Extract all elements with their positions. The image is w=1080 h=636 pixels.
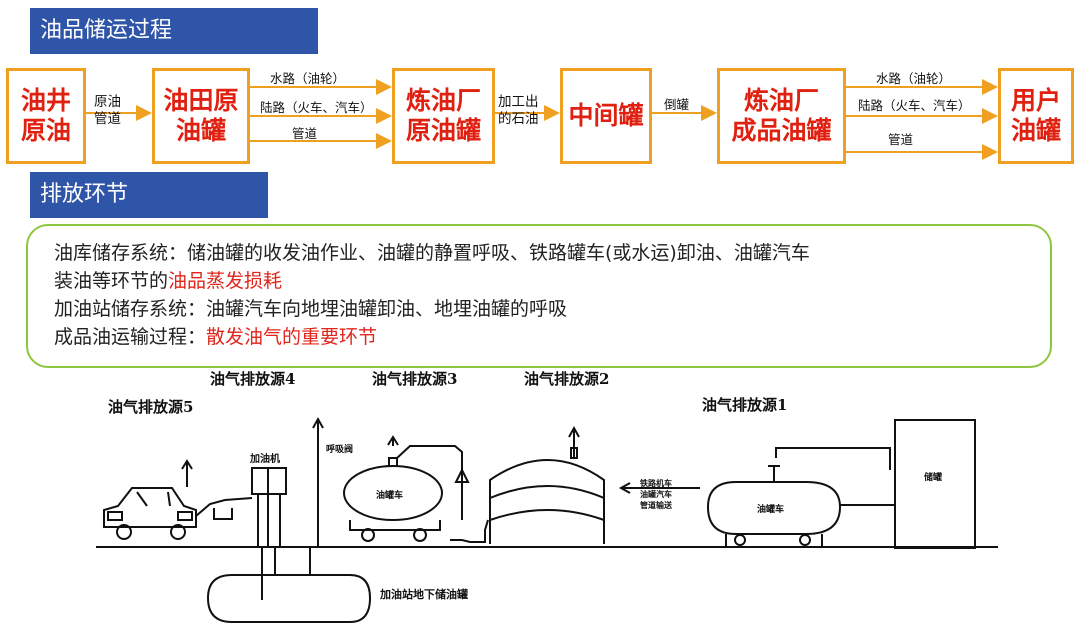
source-label-1: 油气排放源1 — [702, 396, 787, 414]
edge-label-water: 水路（油轮） — [270, 71, 346, 86]
rail-tank-car-label: 油罐车 — [757, 503, 784, 515]
note-transport: 成品油运输过程：散发油气的重要环节 — [54, 323, 1050, 351]
node-label: 油井 — [20, 86, 71, 115]
emission-notes: 油库储存系统：储油罐的收发油作业、油罐的静置呼吸、铁路罐车(或水运)卸油、油罐汽… — [26, 224, 1052, 368]
source-label-2: 油气排放源2 — [524, 370, 609, 388]
node-oil-well: 油井 原油 — [6, 68, 86, 164]
note-highlight: 散发油气的重要环节 — [206, 326, 378, 348]
arched-storage-tank-icon — [489, 425, 605, 544]
node-user-tank: 用户 油罐 — [998, 68, 1074, 164]
edge-label-transfer: 倒罐 — [664, 97, 690, 112]
dispenser-label: 加油机 — [249, 452, 280, 465]
car-icon — [103, 459, 197, 540]
node-label: 油田原 — [163, 86, 239, 115]
rail-label-2: 油罐汽车 — [640, 489, 672, 499]
edge-label-water-2: 水路（油轮） — [876, 71, 952, 86]
edge-label-line: 加工出 — [498, 94, 539, 110]
storage-tank-label: 储罐 — [924, 471, 942, 483]
edge-label-land-2: 陆路（火车、汽车） — [858, 98, 971, 113]
edge-label-pipe-2: 管道 — [888, 132, 914, 147]
node-label: 炼油厂 — [405, 86, 481, 115]
node-label: 用户 — [1010, 86, 1061, 115]
source-label-3: 油气排放源3 — [372, 370, 457, 388]
note-depot-storage: 油库储存系统：储油罐的收发油作业、油罐的静置呼吸、铁路罐车(或水运)卸油、油罐汽… — [54, 242, 810, 264]
edge-label-pipe: 管道 — [292, 126, 318, 141]
hose — [195, 497, 253, 517]
node-middle-tank: 中间罐 — [560, 68, 652, 164]
breather-valve-label: 呼吸阀 — [326, 443, 353, 455]
tanker-truck-icon — [343, 435, 489, 543]
dispenser-icon — [251, 467, 287, 547]
section-title-emission: 排放环节 — [30, 172, 268, 218]
edge-label-line: 的石油 — [498, 111, 539, 127]
rail-label-1: 铁路机车 — [640, 478, 672, 488]
source-label-4: 油气排放源4 — [210, 370, 295, 388]
note-depot-storage-cont: 装油等环节的油品蒸发损耗 — [54, 267, 1050, 295]
note-station-storage: 加油站储存系统：油罐汽车向地埋油罐卸油、地埋油罐的呼吸 — [54, 298, 568, 320]
rail-tank-car-icon — [706, 447, 891, 546]
section-title-storage: 油品储运过程 — [30, 8, 318, 54]
note-text: 装油等环节的 — [54, 270, 169, 292]
node-refinery-product-tank: 炼油厂 成品油罐 — [717, 68, 846, 164]
node-oilfield-tank: 油田原 油罐 — [152, 68, 250, 164]
node-label: 油罐 — [175, 116, 226, 145]
node-label: 成品油罐 — [731, 116, 832, 145]
node-label: 原油罐 — [405, 116, 481, 145]
source-label-5: 油气排放源5 — [108, 398, 193, 416]
node-label: 油罐 — [1010, 116, 1061, 145]
underground-tank-icon — [206, 547, 372, 623]
tall-storage-tank-icon — [894, 419, 976, 549]
note-highlight: 油品蒸发损耗 — [168, 270, 283, 292]
node-refinery-crude-tank: 炼油厂 原油罐 — [392, 68, 495, 164]
edge-label-line: 原油 — [94, 94, 121, 110]
node-label: 炼油厂 — [743, 86, 819, 115]
edge-label-crude-pipe: 原油 管道 — [94, 94, 121, 128]
edge-label-land: 陆路（火车、汽车） — [260, 100, 373, 115]
node-label: 中间罐 — [568, 101, 644, 130]
node-label: 原油 — [20, 116, 71, 145]
rail-label-3: 管道输送 — [640, 500, 673, 510]
tanker-truck-label: 油罐车 — [376, 489, 403, 501]
edge-label-line: 管道 — [94, 111, 121, 127]
edge-label-processed-oil: 加工出 的石油 — [498, 94, 539, 128]
underground-tank-label: 加油站地下储油罐 — [379, 587, 468, 601]
note-text: 成品油运输过程： — [54, 326, 207, 348]
